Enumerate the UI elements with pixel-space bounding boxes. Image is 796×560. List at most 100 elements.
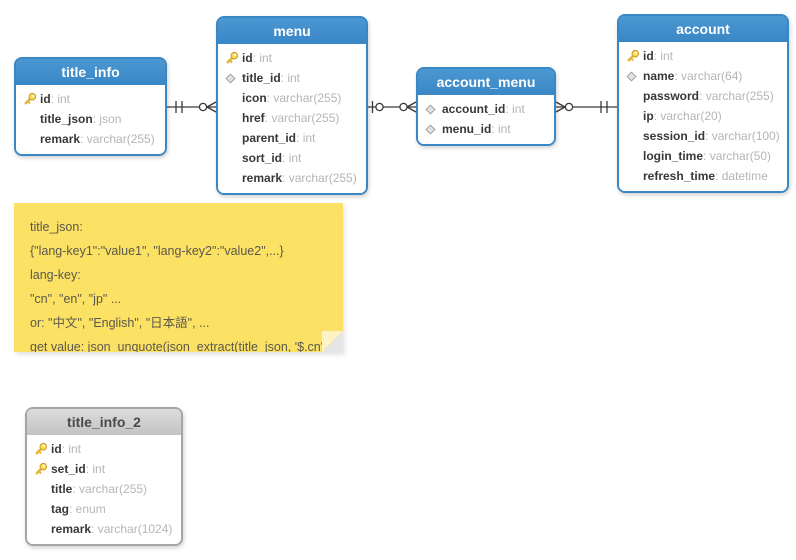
field-type: enum [69, 502, 106, 516]
field-name: remark [242, 171, 283, 185]
field-type: int [62, 442, 81, 456]
table-header[interactable]: title_info [16, 59, 165, 85]
field-row[interactable]: hrefvarchar(255) [218, 108, 366, 128]
entity-table-menu[interactable]: menu idint title_idint iconvarchar(255) … [216, 16, 368, 195]
foreign-key-icon [425, 122, 442, 137]
note-line: or: "中文", "English", "日本語", ... [30, 316, 210, 330]
field-name: href [242, 111, 265, 125]
table-header[interactable]: menu [218, 18, 366, 44]
primary-key-icon [626, 49, 643, 64]
field-row[interactable]: login_timevarchar(50) [619, 146, 787, 166]
entity-table-account_menu[interactable]: account_menu account_idint menu_idint [416, 67, 556, 146]
primary-key-icon [34, 442, 51, 457]
field-row[interactable]: title_idint [218, 68, 366, 88]
note-line: get value: json_unquote(json_extract(tit… [30, 340, 328, 354]
field-name: account_id [442, 102, 506, 116]
field-name: remark [51, 522, 92, 536]
field-type: int [51, 92, 70, 106]
field-row[interactable]: ipvarchar(20) [619, 106, 787, 126]
field-type: varchar(64) [674, 69, 742, 83]
foreign-key-icon [626, 69, 643, 84]
field-name: refresh_time [643, 169, 716, 183]
field-row[interactable]: set_idint [27, 459, 181, 479]
field-row[interactable]: namevarchar(64) [619, 66, 787, 86]
field-name: tag [51, 502, 69, 516]
field-name: id [242, 51, 253, 65]
field-row[interactable]: iconvarchar(255) [218, 88, 366, 108]
field-row[interactable]: remarkvarchar(1024) [27, 519, 181, 539]
field-name: sort_id [242, 151, 283, 165]
note-line: {"lang-key1":"value1", "lang-key2":"valu… [30, 244, 284, 258]
relationship-title_info-menu[interactable] [167, 101, 217, 113]
field-name: remark [40, 132, 81, 146]
field-type: json [93, 112, 121, 126]
table-title: menu [273, 23, 311, 39]
field-type: int [654, 49, 673, 63]
field-type: varchar(20) [654, 109, 721, 123]
field-row[interactable]: account_idint [418, 99, 554, 119]
relationship-account_menu-account[interactable] [555, 101, 617, 113]
sticky-note-title_json[interactable]: title_json: {"lang-key1":"value1", "lang… [14, 203, 343, 352]
field-name: id [40, 92, 51, 106]
field-row[interactable]: remarkvarchar(255) [16, 129, 165, 149]
field-row[interactable]: idint [27, 439, 181, 459]
field-row[interactable]: idint [218, 48, 366, 68]
field-type: varchar(255) [72, 482, 147, 496]
field-type: int [282, 151, 302, 165]
note-line: "cn", "en", "jp" ... [30, 292, 122, 306]
entity-table-title_info_2[interactable]: title_info_2 idint set_idint titlevarcha… [25, 407, 183, 546]
field-row[interactable]: idint [619, 46, 787, 66]
note-line: lang-key: [30, 268, 81, 282]
field-name: session_id [643, 129, 706, 143]
field-type: int [505, 102, 525, 116]
field-row[interactable]: remarkvarchar(255) [218, 168, 366, 188]
field-type: int [253, 51, 272, 65]
field-row[interactable]: tagenum [27, 499, 181, 519]
field-row[interactable]: parent_idint [218, 128, 366, 148]
field-name: menu_id [442, 122, 492, 136]
field-type: int [296, 131, 316, 145]
field-row[interactable]: refresh_timedatetime [619, 166, 787, 186]
field-name: id [643, 49, 654, 63]
table-title: account_menu [436, 74, 536, 90]
field-type: varchar(255) [282, 171, 357, 185]
note-line: title_json: [30, 220, 83, 234]
field-type: varchar(255) [80, 132, 155, 146]
field-row[interactable]: session_idvarchar(100) [619, 126, 787, 146]
table-title: title_info [61, 64, 120, 80]
field-name: set_id [51, 462, 86, 476]
table-title: title_info_2 [67, 414, 141, 430]
field-name: parent_id [242, 131, 297, 145]
field-name: title_json [40, 112, 93, 126]
field-type: varchar(100) [705, 129, 780, 143]
primary-key-icon [23, 92, 40, 107]
table-title: account [676, 21, 730, 37]
primary-key-icon [225, 51, 242, 66]
field-type: datetime [715, 169, 768, 183]
entity-table-title_info[interactable]: title_info idint title_jsonjson remarkva… [14, 57, 167, 156]
entity-table-account[interactable]: account idint namevarchar(64) passwordva… [617, 14, 789, 193]
field-type: int [281, 71, 300, 85]
field-row[interactable]: sort_idint [218, 148, 366, 168]
field-row[interactable]: menu_idint [418, 119, 554, 139]
field-name: icon [242, 91, 267, 105]
table-header[interactable]: account_menu [418, 69, 554, 95]
field-name: ip [643, 109, 654, 123]
field-row[interactable]: title_jsonjson [16, 109, 165, 129]
field-row[interactable]: titlevarchar(255) [27, 479, 181, 499]
field-name: name [643, 69, 675, 83]
field-type: varchar(255) [267, 91, 341, 105]
table-header[interactable]: account [619, 16, 787, 42]
field-name: login_time [643, 149, 704, 163]
field-type: varchar(1024) [91, 522, 173, 536]
primary-key-icon [34, 462, 51, 477]
relationship-menu-account_menu[interactable] [368, 101, 417, 113]
field-row[interactable]: passwordvarchar(255) [619, 86, 787, 106]
field-type: varchar(255) [265, 111, 339, 125]
table-header[interactable]: title_info_2 [27, 409, 181, 435]
field-row[interactable]: idint [16, 89, 165, 109]
foreign-key-icon [225, 71, 242, 86]
field-name: id [51, 442, 62, 456]
